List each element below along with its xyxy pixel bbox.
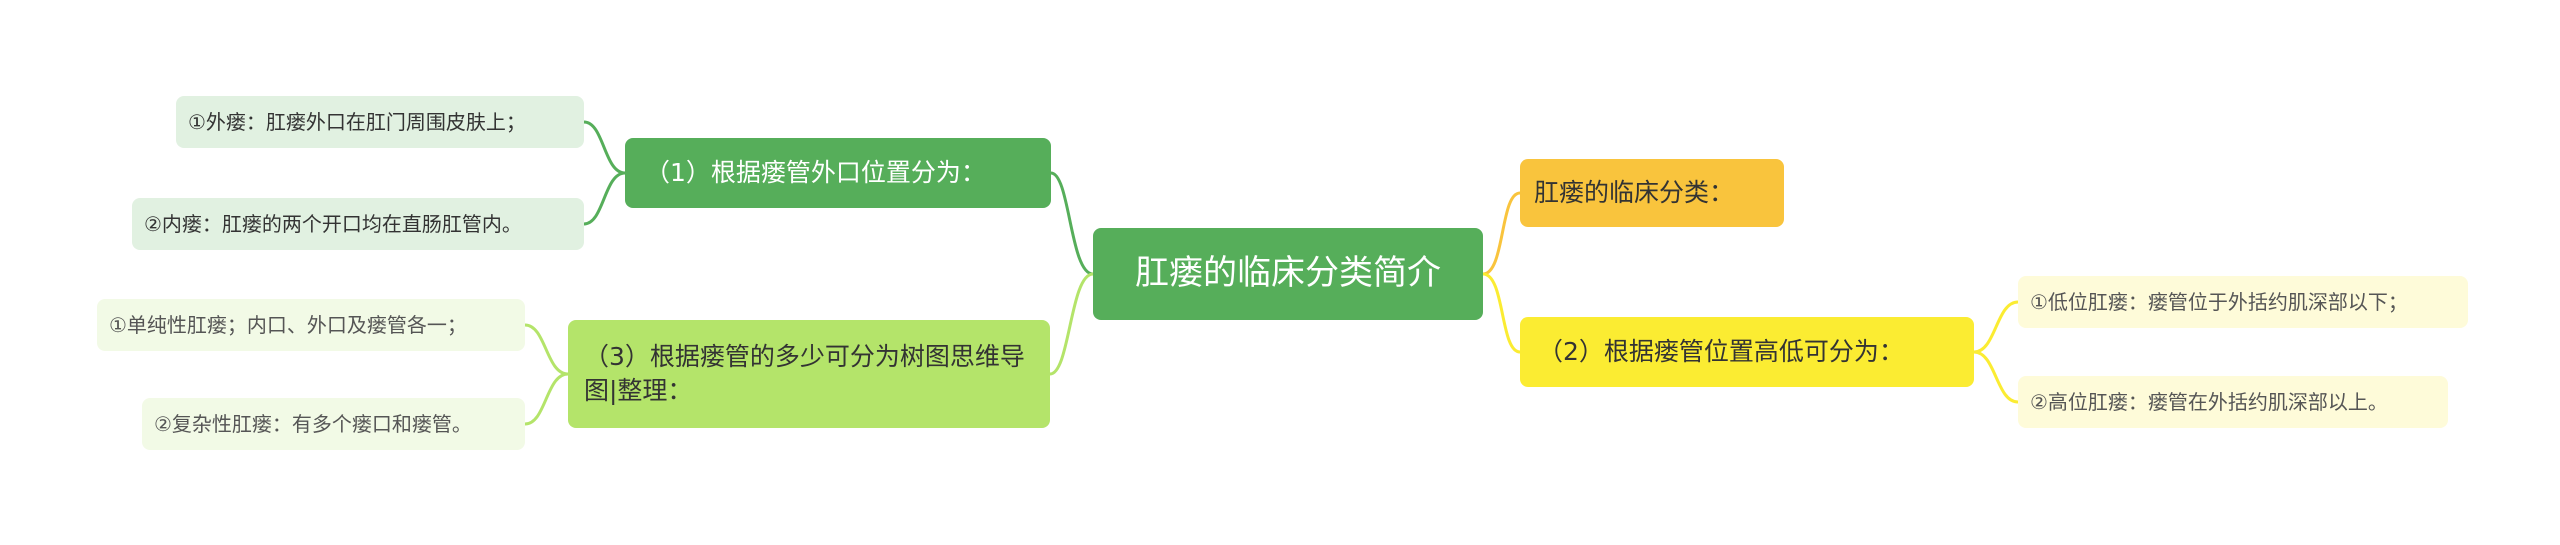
branch-fistula-count[interactable]: （3）根据瘘管的多少可分为树图思维导图|整理： bbox=[568, 320, 1050, 428]
connector-b1-l1 bbox=[583, 120, 626, 175]
branch-clinical-classification[interactable]: 肛瘘的临床分类： bbox=[1520, 159, 1784, 227]
leaf-simple-fistula[interactable]: ①单纯性肛瘘；内口、外口及瘘管各一； bbox=[97, 299, 525, 351]
connector-root-b1 bbox=[1050, 171, 1094, 276]
leaf-high-fistula[interactable]: ②高位肛瘘：瘘管在外括约肌深部以上。 bbox=[2018, 376, 2448, 428]
root-topic[interactable]: 肛瘘的临床分类简介 bbox=[1093, 228, 1483, 320]
connector-root-b3 bbox=[1482, 191, 1521, 276]
branch-fistula-height[interactable]: （2）根据瘘管位置高低可分为： bbox=[1520, 317, 1974, 387]
branch-outer-opening[interactable]: （1）根据瘘管外口位置分为： bbox=[625, 138, 1051, 208]
connector-b1-l2 bbox=[583, 171, 626, 226]
leaf-complex-fistula[interactable]: ②复杂性肛瘘：有多个瘘口和瘘管。 bbox=[142, 398, 525, 450]
connector-b2-l3 bbox=[524, 323, 569, 376]
leaf-internal-fistula[interactable]: ②内瘘：肛瘘的两个开口均在直肠肛管内。 bbox=[132, 198, 584, 250]
connector-b2-l4 bbox=[524, 372, 569, 426]
connector-b4-l5 bbox=[1973, 300, 2019, 354]
connector-root-b4 bbox=[1482, 272, 1521, 354]
leaf-low-fistula[interactable]: ①低位肛瘘：瘘管位于外括约肌深部以下； bbox=[2018, 276, 2468, 328]
connector-root-b2 bbox=[1049, 272, 1094, 376]
connector-b4-l6 bbox=[1973, 350, 2019, 404]
leaf-external-fistula[interactable]: ①外瘘：肛瘘外口在肛门周围皮肤上； bbox=[176, 96, 584, 148]
